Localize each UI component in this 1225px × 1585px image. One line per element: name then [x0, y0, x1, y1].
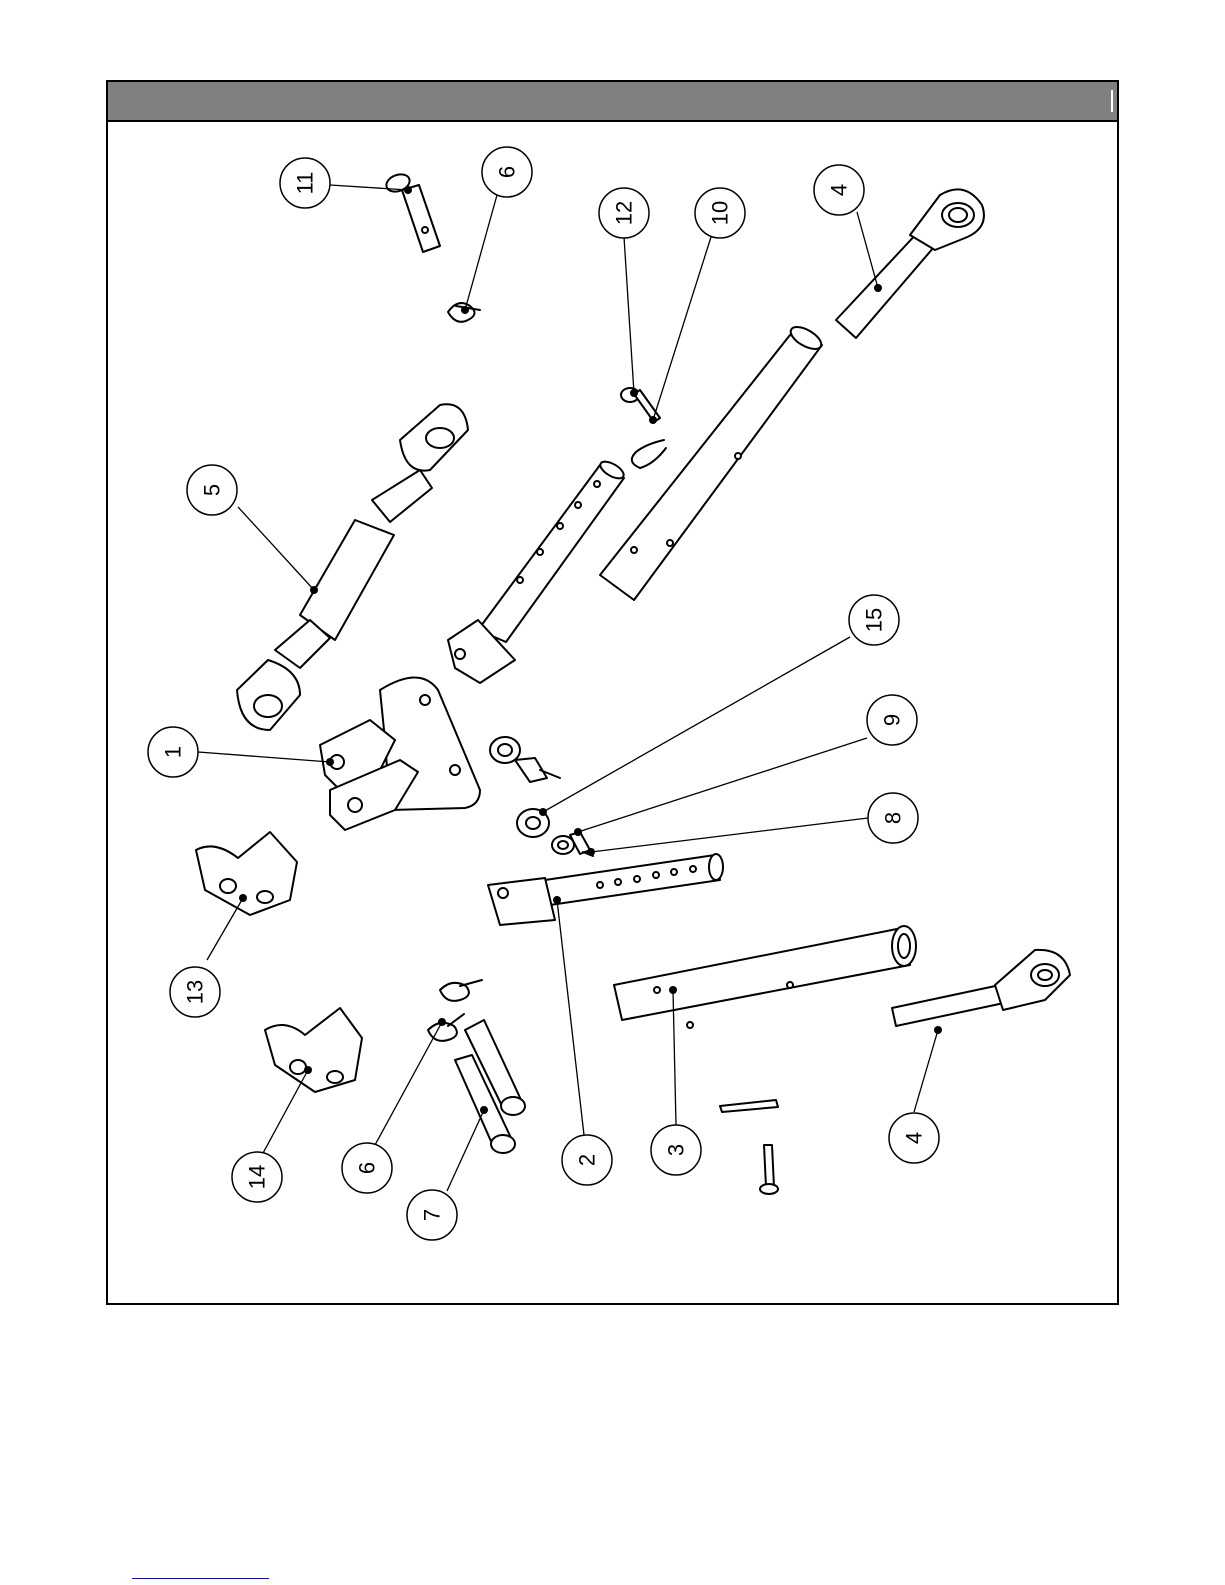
callout-8: 8 [868, 793, 918, 843]
callout-4b: 4 [889, 1113, 939, 1163]
part-13-pad [196, 832, 297, 915]
callout-15: 15 [849, 595, 899, 645]
callout-12: 12 [599, 188, 649, 238]
svg-text:8: 8 [881, 812, 906, 824]
callout-11: 11 [280, 158, 330, 208]
part-2-lower-tube [488, 854, 723, 925]
footer-rule [132, 1578, 269, 1579]
callout-3: 3 [651, 1125, 701, 1175]
part-4-end-fitting-top [836, 189, 984, 338]
svg-text:2: 2 [575, 1154, 600, 1166]
svg-text:12: 12 [612, 201, 637, 225]
part-11-clevis-pin [384, 171, 440, 252]
loose-spring-pin [720, 1100, 778, 1112]
callout-14: 14 [232, 1152, 282, 1202]
outer-tube-top [600, 323, 825, 600]
callout-1: 1 [148, 727, 198, 777]
svg-text:13: 13 [183, 980, 208, 1004]
svg-text:5: 5 [200, 484, 225, 496]
part-5-turnbuckle [237, 404, 468, 730]
part-14-pad [265, 1008, 362, 1092]
part-4-end-fitting-bottom [892, 950, 1070, 1026]
part-7-pins [455, 1020, 525, 1153]
loose-bolt [760, 1145, 778, 1194]
part-10-r-clip [632, 440, 666, 468]
callout-7: 7 [407, 1190, 457, 1240]
svg-text:6: 6 [495, 166, 520, 178]
part-1-bracket [320, 678, 480, 831]
callout-6b: 6 [342, 1143, 392, 1193]
callout-2: 2 [562, 1135, 612, 1185]
callout-4a: 4 [814, 165, 864, 215]
svg-text:4: 4 [827, 184, 852, 196]
svg-text:15: 15 [862, 608, 887, 632]
svg-text:6: 6 [355, 1162, 380, 1174]
part-9-pin [552, 832, 590, 854]
svg-text:9: 9 [880, 714, 905, 726]
callout-10: 10 [695, 188, 745, 238]
inner-tube-clevis [448, 458, 626, 683]
svg-text:7: 7 [420, 1209, 445, 1221]
callout-5: 5 [187, 465, 237, 515]
callout-6a: 6 [482, 147, 532, 197]
svg-text:4: 4 [902, 1132, 927, 1144]
washer-pin-assembly [490, 737, 560, 782]
svg-text:10: 10 [708, 201, 733, 225]
callout-13: 13 [170, 967, 220, 1017]
svg-text:14: 14 [245, 1165, 270, 1189]
part-3-lower-tube [614, 926, 916, 1028]
svg-text:3: 3 [664, 1144, 689, 1156]
svg-text:11: 11 [293, 172, 318, 195]
svg-text:1: 1 [161, 746, 186, 758]
callout-9: 9 [867, 695, 917, 745]
